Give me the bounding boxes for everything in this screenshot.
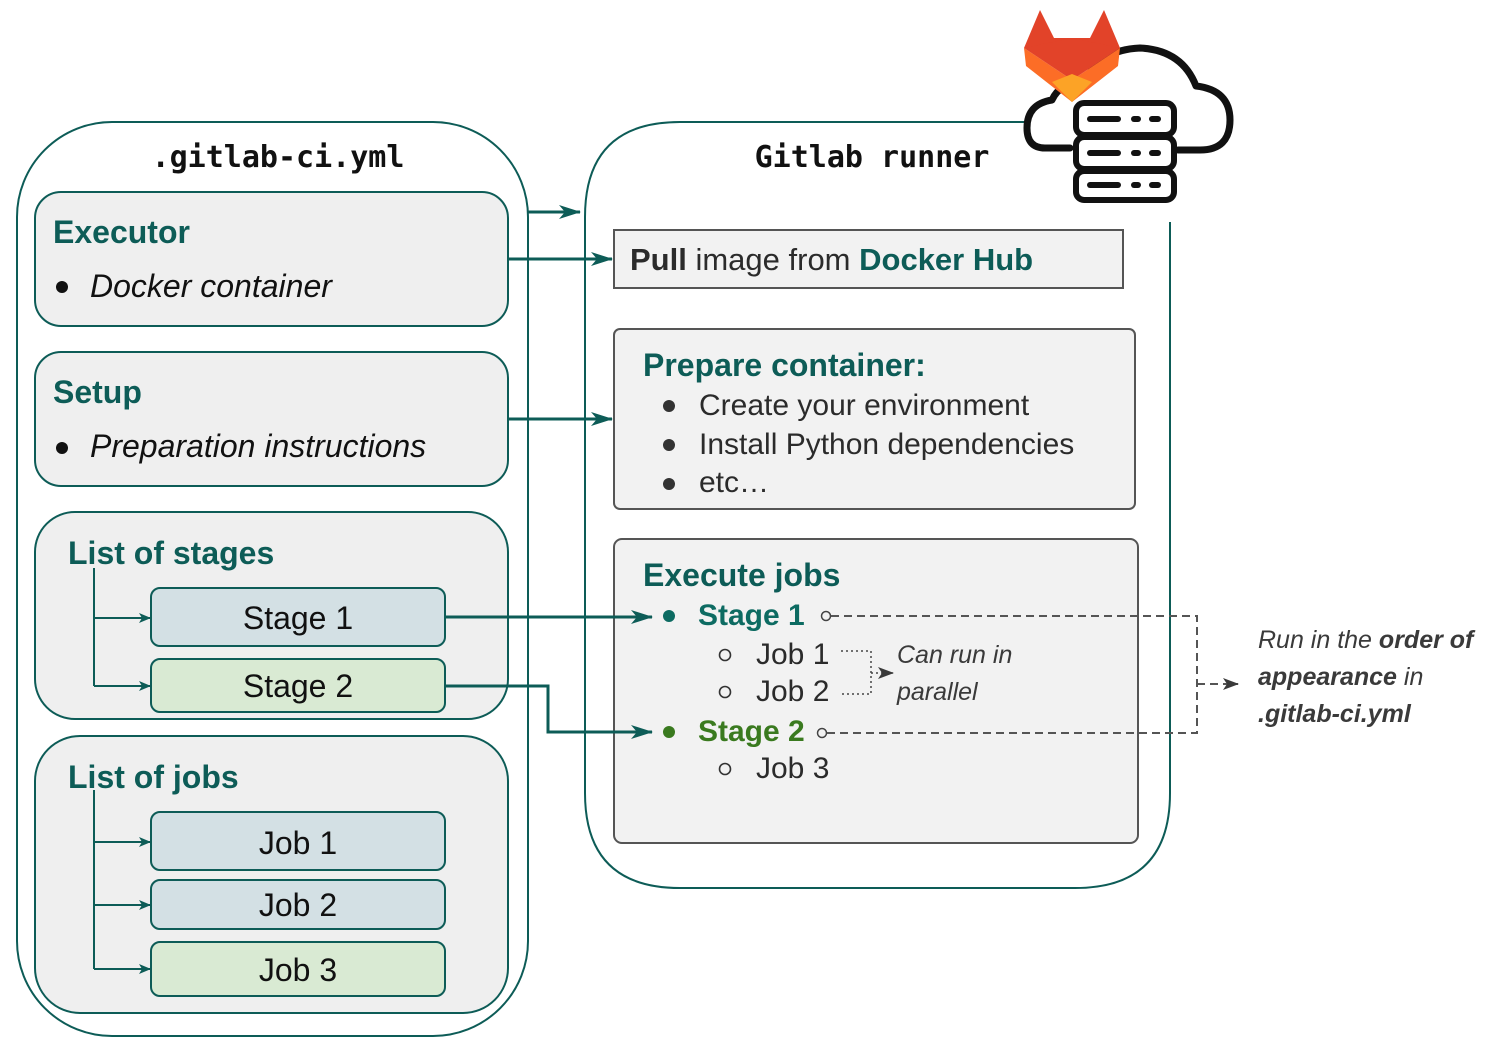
order-note-bold: appearance xyxy=(1258,663,1397,691)
job-item-3[interactable]: Job 3 xyxy=(150,941,446,997)
order-note-bold: order of xyxy=(1379,626,1476,654)
stage-item-2[interactable]: Stage 2 xyxy=(150,658,446,713)
execute-stage1: Stage 1 xyxy=(698,599,805,632)
pull-image-text: Pull image from Docker Hub xyxy=(630,242,1033,277)
stage-item-label: Stage 1 xyxy=(243,600,353,636)
bullet-icon xyxy=(663,439,675,451)
setup-heading: Setup xyxy=(53,374,142,410)
prepare-bullet-3: etc… xyxy=(699,466,769,499)
bullet-icon xyxy=(56,281,68,293)
server-icon xyxy=(1073,100,1177,203)
hollow-bullet-icon xyxy=(718,648,732,662)
gitlab-cloud-server-icon xyxy=(1023,10,1234,203)
execute-stage2: Stage 2 xyxy=(698,715,805,748)
stage-item-label: Stage 2 xyxy=(243,668,353,704)
order-note-normal: in xyxy=(1397,663,1423,691)
pull-image-box[interactable]: Pull image from Docker Hub xyxy=(613,229,1124,289)
order-note-line1: Run in the order of xyxy=(1258,626,1476,654)
bullet-icon xyxy=(663,478,675,490)
job-item-label: Job 3 xyxy=(259,952,337,988)
runner-title: Gitlab runner xyxy=(755,140,990,175)
prepare-heading: Prepare container: xyxy=(643,347,926,383)
stage1-anchor-icon xyxy=(820,610,832,622)
stage2-anchor-icon xyxy=(816,727,828,739)
order-note-normal: Run in the xyxy=(1258,626,1379,654)
pull-bold: Pull xyxy=(630,242,687,277)
prepare-container-box[interactable]: Prepare container: Create your environme… xyxy=(613,328,1136,510)
parallel-note-line2: parallel xyxy=(896,678,979,706)
execute-heading: Execute jobs xyxy=(643,557,840,593)
yml-title: .gitlab-ci.yml xyxy=(152,140,405,175)
job-item-label: Job 2 xyxy=(259,887,337,923)
stages-heading: List of stages xyxy=(68,535,274,571)
order-note-line3: .gitlab-ci.yml xyxy=(1258,700,1412,728)
setup-bullet: Preparation instructions xyxy=(90,428,426,464)
hollow-bullet-icon xyxy=(718,685,732,699)
execute-job3: Job 3 xyxy=(756,752,829,785)
stages-box: List of stages Stage 1 Stage 2 xyxy=(34,511,509,720)
execute-job2: Job 2 xyxy=(756,675,829,708)
stage-item-1[interactable]: Stage 1 xyxy=(150,587,446,647)
bullet-icon xyxy=(56,442,68,454)
order-note-line2: appearance in xyxy=(1258,663,1423,691)
hollow-bullet-icon xyxy=(718,762,732,776)
gitlab-logo-icon xyxy=(1024,10,1120,102)
order-bracket xyxy=(827,615,1198,734)
bullet-icon xyxy=(663,400,675,412)
jobs-heading: List of jobs xyxy=(68,759,239,795)
stage2-bullet-icon xyxy=(663,726,675,738)
parallel-note-line1: Can run in xyxy=(897,641,1012,669)
job-item-label: Job 1 xyxy=(259,825,337,861)
executor-box[interactable]: Executor Docker container xyxy=(34,191,509,327)
jobs-box: List of jobs Job 1 Job 2 Job 3 xyxy=(34,735,509,1014)
prepare-bullet-1: Create your environment xyxy=(699,389,1030,422)
execute-jobs-box[interactable]: Execute jobs Stage 1 Job 1 Job 2 Stage 2… xyxy=(613,538,1139,844)
job-item-1[interactable]: Job 1 xyxy=(150,811,446,871)
setup-box[interactable]: Setup Preparation instructions xyxy=(34,351,509,487)
executor-bullet: Docker container xyxy=(90,268,333,304)
prepare-bullet-2: Install Python dependencies xyxy=(699,428,1074,461)
executor-heading: Executor xyxy=(53,214,190,250)
stage1-bullet-icon xyxy=(663,610,675,622)
pull-target: Docker Hub xyxy=(859,242,1033,277)
job-item-2[interactable]: Job 2 xyxy=(150,879,446,930)
stage2-to-execute-arrow xyxy=(445,684,653,739)
pull-middle: image from xyxy=(687,242,859,277)
execute-job1: Job 1 xyxy=(756,638,829,671)
